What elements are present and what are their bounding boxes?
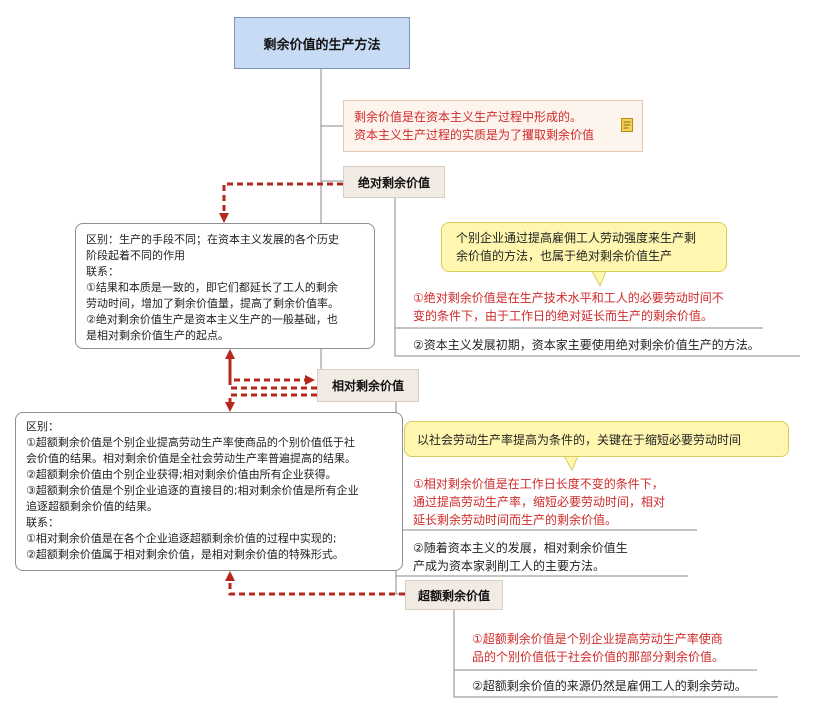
relative-point-1[interactable]: ①相对剩余价值是在工作日长度不变的条件下， 通过提高劳动生产率，缩短必要劳动时间…	[413, 475, 703, 529]
note-box[interactable]: 剩余价值是在资本主义生产过程中形成的。 资本主义生产过程的实质是为了攫取剩余价值	[343, 100, 643, 152]
excess-point-2[interactable]: ②超额剩余价值的来源仍然是雇佣工人的剩余劳动。	[472, 677, 802, 695]
point-line: ①相对剩余价值是在工作日长度不变的条件下，	[413, 477, 664, 491]
note-line: 剩余价值是在资本主义生产过程中形成的。	[354, 110, 583, 124]
point-line: 变的条件下，由于工作日的绝对延长而生产的剩余价值。	[413, 309, 714, 323]
relation-line: 区别：	[26, 420, 59, 433]
relative-to-relation-box-1-arrow	[225, 349, 317, 390]
relation-line: 阶段起着不同的作用	[86, 249, 185, 262]
relation-line: 联系：	[26, 516, 59, 529]
relative-to-excess-line	[395, 576, 405, 595]
topic-label: 相对剩余价值	[331, 379, 404, 393]
absolute-relation-arrow	[219, 182, 343, 223]
relative-point-2[interactable]: ②随着资本主义的发展，相对剩余价值生 产成为资本家剥削工人的主要方法。	[413, 539, 673, 575]
excess-relation-arrow	[225, 571, 405, 596]
topic-label: 超额剩余价值	[417, 588, 490, 603]
relation-line: ①相对剩余价值是在各个企业追逐超额剩余价值的过程中实现的;	[26, 532, 337, 545]
root-title: 剩余价值的生产方法	[263, 37, 381, 53]
note-line: 资本主义生产过程的实质是为了攫取剩余价值	[354, 128, 595, 142]
point-line: 产成为资本家剥削工人的主要方法。	[413, 559, 606, 573]
absolute-point2-underline	[394, 328, 800, 357]
absolute-point-1[interactable]: ①绝对剩余价值是在生产技术水平和工人的必要劳动时间不 变的条件下，由于工作日的绝…	[413, 289, 763, 325]
callout-line: 以社会劳动生产率提高为条件的，关键在于缩短必要劳动时间	[417, 433, 742, 447]
relation-line: ②超额剩余价值属于相对剩余价值，是相对剩余价值的特殊形式。	[26, 548, 344, 561]
relation-line: ①超额剩余价值是个别企业提高劳动生产率使商品的个别价值低于社	[26, 436, 355, 449]
relation-line: 追逐超额剩余价值的结果。	[26, 500, 158, 513]
point-line: 品的个别价值低于社会价值的那部分剩余价值。	[472, 650, 725, 664]
relation-line: 会价值的结果。相对剩余价值是全社会劳动生产率普遍提高的结果。	[26, 452, 356, 465]
point-line: ②超额剩余价值的来源仍然是雇佣工人的剩余劳动。	[472, 679, 747, 693]
excess-point2-underline	[453, 670, 778, 698]
point-line: ②随着资本主义的发展，相对剩余价值生	[413, 541, 628, 555]
relation-line: 联系：	[86, 265, 119, 278]
point-line: ①超额剩余价值是个别企业提高劳动生产率使商	[472, 632, 723, 646]
callout-line: 个别企业通过提高雇佣工人劳动强度来生产剩	[456, 231, 697, 245]
relation-box-1-to-relative-arrow	[228, 354, 315, 385]
relation-line: ②绝对剩余价值生产是资本主义生产的一般基础，也	[86, 313, 338, 326]
callout-line: 余价值的方法，也属于绝对剩余价值生产	[456, 249, 673, 263]
topic-excess-surplus-value[interactable]: 超额剩余价值	[405, 580, 503, 610]
point-line: ②资本主义发展初期，资本家主要使用绝对剩余价值生产的方法。	[413, 338, 760, 352]
relation-line: ③超额剩余价值是个别企业追逐的直接目的;相对剩余价值是所有企业	[26, 484, 359, 497]
point-line: ①绝对剩余价值是在生产技术水平和工人的必要劳动时间不	[413, 291, 724, 305]
topic-relative-surplus-value[interactable]: 相对剩余价值	[317, 369, 419, 402]
relation-box-absolute-relative[interactable]: 区别：生产的手段不同；在资本主义发展的各个历史 阶段起着不同的作用 联系： ①结…	[75, 223, 375, 349]
relation-box-excess-relative[interactable]: 区别： ①超额剩余价值是个别企业提高劳动生产率使商品的个别价值低于社 会价值的结…	[15, 412, 403, 571]
topic-label: 绝对剩余价值	[357, 175, 430, 190]
callout-relative[interactable]: 以社会劳动生产率提高为条件的，关键在于缩短必要劳动时间	[404, 421, 789, 457]
point-line: 延长剩余劳动时间而生产的剩余价值。	[413, 513, 618, 527]
relation-line: 区别：生产的手段不同；在资本主义发展的各个历史	[86, 233, 339, 246]
point-line: 通过提高劳动生产率，缩短必要劳动时间，相对	[413, 495, 666, 509]
callout-1-tail	[591, 270, 607, 288]
callout-2-tail	[563, 455, 579, 472]
note-icon[interactable]	[621, 118, 633, 132]
relation-line: ①结果和本质是一致的，即它们都延长了工人的剩余	[86, 281, 338, 294]
topic-absolute-surplus-value[interactable]: 绝对剩余价值	[343, 166, 445, 198]
relation-line: 劳动时间，增加了剩余价值量，提高了剩余价值率。	[86, 297, 339, 310]
callout-absolute[interactable]: 个别企业通过提高雇佣工人劳动强度来生产剩 余价值的方法，也属于绝对剩余价值生产	[441, 222, 727, 272]
relation-line: ②超额剩余价值由个别企业获得;相对剩余价值由所有企业获得。	[26, 468, 337, 481]
relative-relation-arrow	[225, 393, 317, 412]
absolute-point-2[interactable]: ②资本主义发展初期，资本家主要使用绝对剩余价值生产的方法。	[413, 336, 813, 354]
relation-line: 是相对剩余价值生产的起点。	[86, 329, 229, 342]
excess-point-1[interactable]: ①超额剩余价值是个别企业提高劳动生产率使商 品的个别价值低于社会价值的那部分剩余…	[472, 630, 772, 666]
root-topic[interactable]: 剩余价值的生产方法	[234, 17, 410, 69]
